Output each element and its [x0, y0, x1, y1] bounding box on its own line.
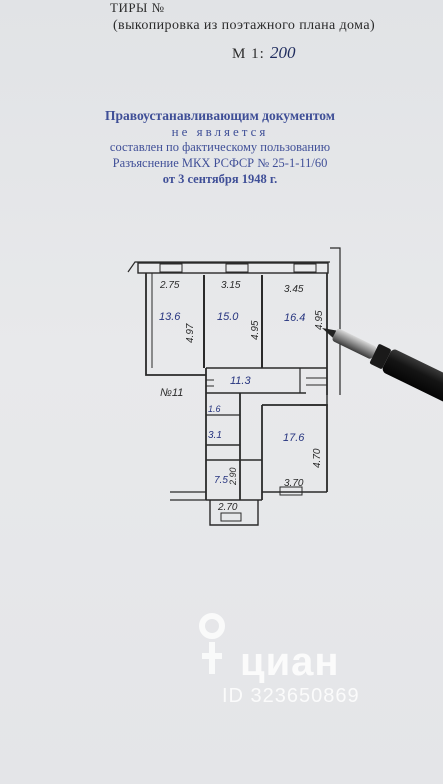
stamp-line-3: составлен по фактическому пользованию — [109, 140, 331, 154]
scale-label: М 1: — [232, 46, 265, 62]
stamp-line-1: Правоустанавливающим документом — [104, 108, 335, 123]
stamp-line-5: от 3 сентября 1948 г. — [162, 172, 278, 186]
dimension-label: 3.45 — [284, 284, 304, 295]
header-subtitle: (выкопировка из поэтажного плана дома) — [113, 18, 376, 33]
watermark-listing-id: ID 323650869 — [222, 685, 360, 707]
dimension-label: 4.95 — [250, 320, 261, 340]
room-area-label: 13.6 — [159, 311, 181, 323]
room-area-label: 11.3 — [230, 375, 251, 387]
room-area-label: 3.1 — [208, 430, 222, 441]
room-area-label: 16.4 — [284, 312, 305, 324]
header-top-line: ТИРЫ № — [110, 0, 165, 15]
apartment-number: №11 — [160, 387, 183, 399]
dimension-label: 2.75 — [159, 280, 180, 291]
plan-walls — [127, 247, 341, 526]
dimension-label: 2.70 — [217, 502, 238, 513]
location-pin-icon — [199, 613, 225, 674]
room-area-label: 7.5 — [214, 475, 228, 486]
dimension-label: 2.90 — [228, 467, 238, 486]
plan-dimensions: 2.75 3.15 3.45 4.97 4.95 4.95 4.70 2.90 … — [159, 280, 325, 513]
watermark-brand: циан — [240, 640, 340, 684]
room-area-label: 1.6 — [208, 404, 221, 414]
stamp-line-4: Разъяснение МКХ РСФСР № 25-1-11/60 — [112, 156, 328, 170]
dimension-label: 3.15 — [221, 280, 241, 291]
dimension-label: 4.97 — [185, 323, 196, 343]
dimension-label: 4.95 — [314, 310, 325, 330]
scale-value: 200 — [270, 43, 296, 62]
room-area-label: 17.6 — [283, 432, 305, 444]
room-areas: 13.6 15.0 16.4 11.3 1.6 3.1 17.6 7.5 — [159, 311, 305, 486]
room-area-label: 15.0 — [217, 311, 239, 323]
dimension-label: 3.70 — [284, 478, 304, 489]
dimension-label: 4.70 — [312, 448, 323, 468]
stamp-line-2: не является — [171, 124, 269, 139]
